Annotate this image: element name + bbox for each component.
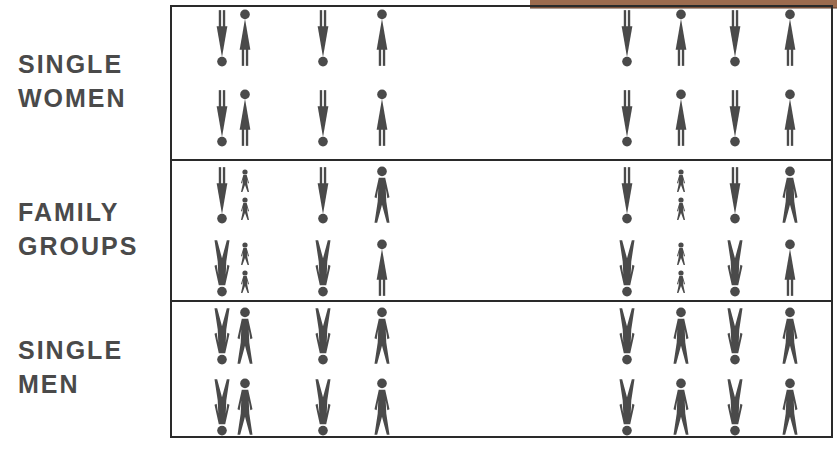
- person-figure: [676, 10, 687, 66]
- photo-edge: [530, 8, 837, 9]
- person-figure: [622, 167, 633, 223]
- person-figure: [316, 308, 331, 364]
- person-figure: [238, 379, 253, 435]
- person-figure: [215, 308, 230, 364]
- category-band: SINGLE MEN: [170, 300, 833, 438]
- person-figure: [620, 308, 635, 364]
- person-figure: [730, 10, 741, 66]
- person-figure: [316, 240, 331, 296]
- person-figure: [620, 379, 635, 435]
- person-figure: [240, 90, 251, 146]
- person-figure: [375, 379, 390, 435]
- person-figure: [676, 90, 687, 146]
- child-figure: [241, 169, 249, 192]
- person-figure: [375, 167, 390, 223]
- person-figure: [620, 240, 635, 296]
- person-figure: [728, 308, 743, 364]
- person-figure: [217, 167, 228, 223]
- category-band: SINGLE WOMEN: [170, 5, 833, 161]
- person-figure: [318, 10, 329, 66]
- person-figure: [238, 308, 253, 364]
- person-figure: [318, 167, 329, 223]
- person-figure: [318, 90, 329, 146]
- child-figure: [241, 242, 249, 265]
- child-figure: [677, 242, 685, 265]
- person-figure: [240, 10, 251, 66]
- category-band: FAMILY GROUPS: [170, 159, 833, 302]
- person-figure: [730, 167, 741, 223]
- person-figure: [730, 90, 741, 146]
- person-figure: [316, 379, 331, 435]
- child-figure: [677, 197, 685, 220]
- person-figure: [217, 90, 228, 146]
- person-figure: [728, 240, 743, 296]
- person-figure: [785, 90, 796, 146]
- child-figure: [677, 270, 685, 293]
- person-figure: [728, 379, 743, 435]
- person-figure: [785, 240, 796, 296]
- person-figure: [217, 10, 228, 66]
- band-heading: SINGLE WOMEN: [18, 47, 166, 115]
- person-figure: [783, 308, 798, 364]
- band-heading: FAMILY GROUPS: [18, 195, 166, 263]
- person-figure: [377, 240, 388, 296]
- child-figure: [241, 197, 249, 220]
- person-figure: [622, 10, 633, 66]
- person-figure: [783, 167, 798, 223]
- person-figure: [375, 308, 390, 364]
- person-figure: [674, 379, 689, 435]
- person-figure: [674, 308, 689, 364]
- person-figure: [377, 90, 388, 146]
- person-figure: [215, 379, 230, 435]
- child-figure: [677, 169, 685, 192]
- person-figure: [783, 379, 798, 435]
- person-figure: [377, 10, 388, 66]
- band-heading: SINGLE MEN: [18, 333, 166, 401]
- person-figure: [622, 90, 633, 146]
- person-figure: [785, 10, 796, 66]
- person-figure: [215, 240, 230, 296]
- child-figure: [241, 270, 249, 293]
